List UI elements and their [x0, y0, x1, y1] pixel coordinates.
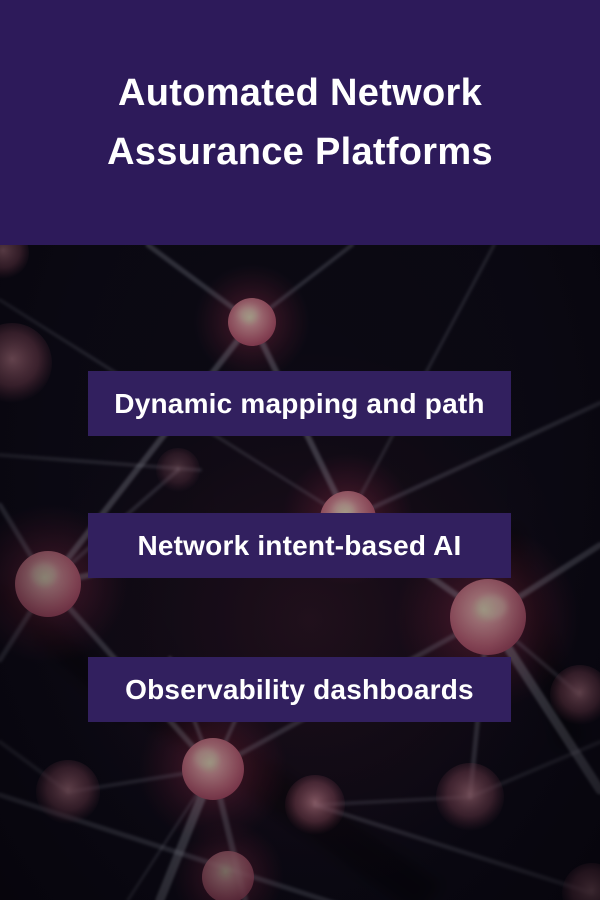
banner-label: Dynamic mapping and path	[114, 387, 485, 419]
banner-observability-dashboards[interactable]: Observability dashboards	[88, 657, 511, 722]
banner-network-intent-ai[interactable]: Network intent-based AI	[88, 513, 511, 578]
banner-label: Network intent-based AI	[137, 529, 462, 561]
header-banner: Automated Network Assurance Platforms	[0, 0, 600, 245]
banner-label: Observability dashboards	[125, 673, 474, 705]
page-title: Automated Network Assurance Platforms	[107, 71, 493, 173]
banner-dynamic-mapping[interactable]: Dynamic mapping and path	[88, 371, 511, 436]
